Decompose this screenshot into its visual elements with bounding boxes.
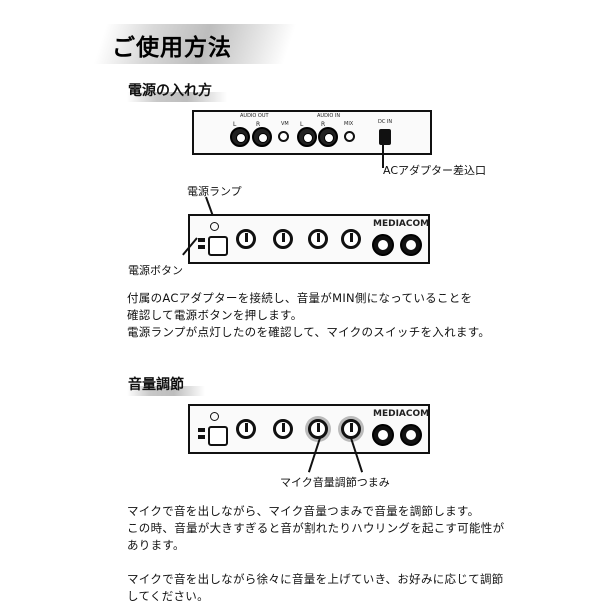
power-lamp <box>210 222 219 231</box>
mix-label: MIX <box>344 121 354 127</box>
mic1-jack-2 <box>372 424 394 446</box>
power-button[interactable] <box>208 236 228 256</box>
mic2-jack-2 <box>400 424 422 446</box>
front-panel-1: MEDIACOM <box>188 214 430 264</box>
dc-in-port <box>379 129 391 145</box>
mic1-jack <box>372 234 394 256</box>
mic-volume-knob-label: マイク音量調節つまみ <box>280 476 390 489</box>
mic2-volume-knob[interactable] <box>341 419 361 439</box>
power-button-2[interactable] <box>208 426 228 446</box>
audio-out-label: AUDIO OUT <box>240 113 269 119</box>
switch-mark <box>198 238 205 242</box>
section1-line-2: 確認して電源ボタンを押します。 <box>127 308 303 322</box>
echo-knob-2[interactable] <box>236 419 256 439</box>
page-title: ご使用方法 <box>112 35 232 61</box>
section1-text: 付属のACアダプターを接続し、音量がMIN側になっていることを 確認して電源ボタ… <box>127 290 547 341</box>
power-lamp-2 <box>210 412 219 421</box>
section2-text: マイクで音を出しながら、マイク音量つまみで音量を調節します。 この時、音量が大き… <box>127 503 557 605</box>
mic2-knob[interactable] <box>341 229 361 249</box>
ac-callout-line <box>382 144 384 168</box>
section2-line-5: マイクで音を出しながら徐々に音量を上げていき、お好みに応じて調節 <box>127 572 504 586</box>
brand-logo: MEDIACOM <box>373 219 430 229</box>
rear-panel: AUDIO OUT AUDIO IN L R VM L R MIX DC IN <box>192 110 432 155</box>
in-r-label: R <box>321 121 326 128</box>
section1-line-3: 電源ランプが点灯したのを確認して、マイクのスイッチを入れます。 <box>127 325 491 339</box>
audio-out-r-jack <box>252 127 272 147</box>
audio-in-label: AUDIO IN <box>317 113 341 119</box>
section2-underline <box>127 386 205 396</box>
front-panel-2: MEDIACOM <box>188 404 430 454</box>
switch-mark-2 <box>198 245 205 249</box>
vm-label: VM <box>281 121 289 127</box>
mic1-volume-knob[interactable] <box>308 419 328 439</box>
audio-in-r-jack <box>318 127 338 147</box>
section1-line-1: 付属のACアダプターを接続し、音量がMIN側になっていることを <box>127 291 473 305</box>
in-l-label: L <box>300 121 304 128</box>
echo-knob[interactable] <box>236 229 256 249</box>
brand-logo-2: MEDIACOM <box>373 409 430 419</box>
section2-line-6: してください。 <box>127 589 209 603</box>
section2-line-3: あります。 <box>127 538 185 552</box>
mix-jack <box>344 131 355 142</box>
audio-in-l-jack <box>297 127 317 147</box>
switch-mark-3 <box>198 428 205 432</box>
ac-adapter-label: ACアダプター差込口 <box>383 164 487 177</box>
section2-line-4 <box>127 554 557 571</box>
dc-in-label: DC IN <box>378 119 393 125</box>
out-r-label: R <box>256 121 261 128</box>
mic2-jack <box>400 234 422 256</box>
tone-knob-2[interactable] <box>273 419 293 439</box>
section1-heading: 電源の入れ方 <box>128 83 212 99</box>
power-lamp-label: 電源ランプ <box>187 185 242 198</box>
tone-knob[interactable] <box>273 229 293 249</box>
out-l-label: L <box>233 121 237 128</box>
section2-line-2: この時、音量が大きすぎると音が割れたりハウリングを起こす可能性が <box>127 521 505 535</box>
mic1-knob[interactable] <box>308 229 328 249</box>
section2-heading: 音量調節 <box>128 377 184 393</box>
vm-jack <box>278 131 289 142</box>
switch-mark-4 <box>198 435 205 439</box>
section1-underline <box>127 92 227 102</box>
section2-line-1: マイクで音を出しながら、マイク音量つまみで音量を調節します。 <box>127 504 480 518</box>
audio-out-l-jack <box>230 127 250 147</box>
power-button-label: 電源ボタン <box>128 264 183 277</box>
